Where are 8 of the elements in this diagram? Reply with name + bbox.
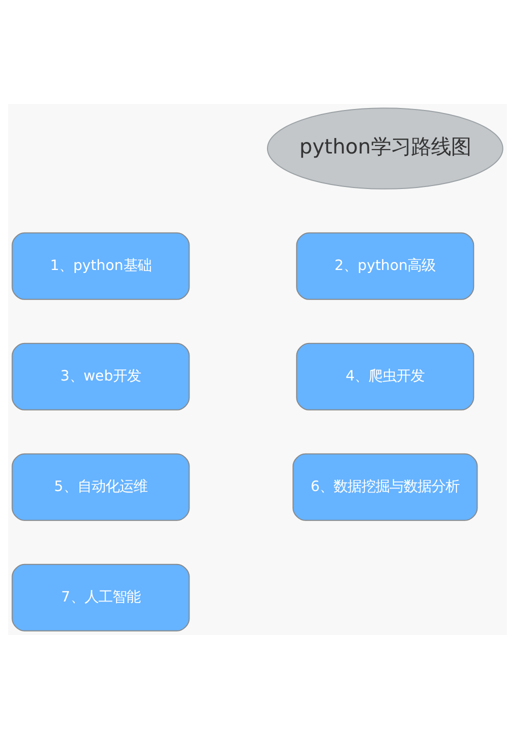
node-box: 5、自动化运维 [12, 452, 190, 520]
node-box: 7、人工智能 [12, 563, 190, 631]
node-box: 1、python基础 [12, 232, 190, 300]
node-ellipse: python学习路线图 [266, 107, 504, 189]
node-box: 4、爬虫开发 [296, 342, 474, 410]
node-box: 6、数据挖掘与数据分析 [292, 452, 478, 520]
node-box: 3、web开发 [12, 342, 190, 410]
node-box: 2、python高级 [296, 232, 474, 300]
